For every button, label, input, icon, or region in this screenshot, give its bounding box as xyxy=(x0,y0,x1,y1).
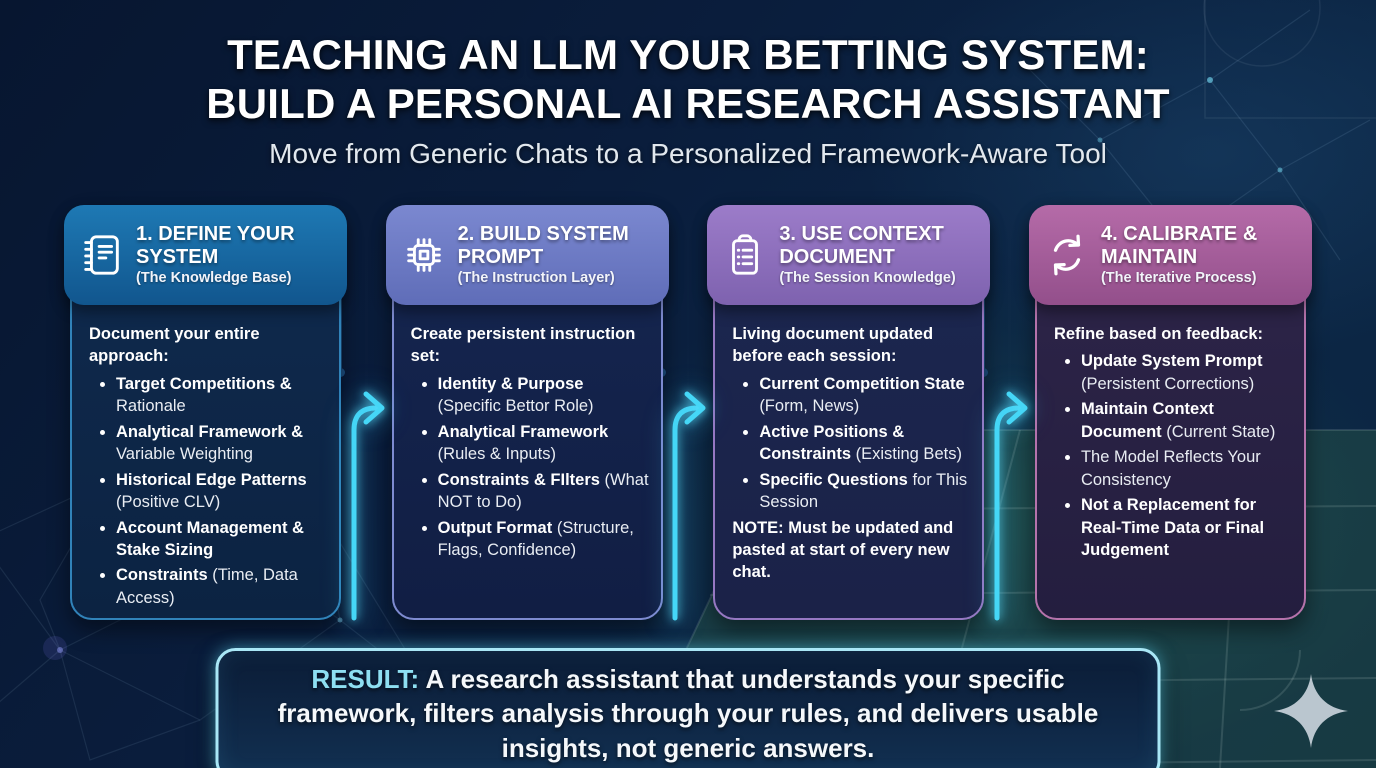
bullet-item: The Model Reflects Your Consistency xyxy=(1081,446,1292,491)
bullet-item: Identity & Purpose (Specific Bettor Role… xyxy=(438,373,649,418)
card-step-3-body: Living document updated before each sess… xyxy=(715,305,982,598)
page-title-line1: TEACHING AN LLM YOUR BETTING SYSTEM: xyxy=(227,31,1149,78)
card-step-1-body: Document your entire approach: Target Co… xyxy=(72,305,339,626)
card-step-1-title: 1. DEFINE YOUR SYSTEM xyxy=(136,222,295,268)
card-intro: Living document updated before each sess… xyxy=(732,325,934,366)
bullet-item: Current Competition State (Form, News) xyxy=(759,373,970,418)
bullet-item: Target Competitions & Rationale xyxy=(116,373,327,418)
clipboard-icon xyxy=(732,234,759,275)
page-subtitle: Move from Generic Chats to a Personalize… xyxy=(269,138,1107,170)
bullet-item: Active Positions & Constraints (Existing… xyxy=(759,421,970,466)
flow-arrow-2 xyxy=(655,388,715,625)
page-title-line2: BUILD A PERSONAL AI RESEARCH ASSISTANT xyxy=(206,80,1170,128)
result-box: RESULT: A research assistant that unders… xyxy=(215,648,1161,768)
card-step-4-subtitle: (The Iterative Process) xyxy=(1100,270,1257,287)
card-step-3: 3. USE CONTEXT DOCUMENT (The Session Kno… xyxy=(707,205,991,620)
bullet-item: Constraints (Time, Data Access) xyxy=(116,564,327,609)
flow-arrow-3 xyxy=(977,388,1037,625)
bullet-item: Historical Edge Patterns (Positive CLV) xyxy=(116,469,327,514)
bullet-item: Analytical Framework & Variable Weightin… xyxy=(116,421,327,466)
card-bullets: Update System Prompt (Persistent Correct… xyxy=(1054,350,1292,561)
bullet-item: Update System Prompt (Persistent Correct… xyxy=(1081,350,1292,395)
card-step-4-title: 4. CALIBRATE & MAINTAIN xyxy=(1100,222,1258,268)
bullet-item: Specific Questions for This Session xyxy=(759,469,970,514)
steps-row: 1. DEFINE YOUR SYSTEM (The Knowledge Bas… xyxy=(64,205,1312,620)
page-header: TEACHING AN LLM YOUR BETTING SYSTEM: BUI… xyxy=(0,30,1376,170)
card-intro: Create persistent instruction set: xyxy=(410,325,636,366)
bullet-item: Output Format (Structure, Flags, Confide… xyxy=(438,517,649,562)
card-step-2: 2. BUILD SYSTEM PROMPT (The Instruction … xyxy=(385,205,669,620)
card-intro: Document your entire approach: xyxy=(89,325,260,366)
chip-icon xyxy=(406,238,441,272)
flow-arrow-1 xyxy=(334,388,394,625)
bullet-item: Not a Replacement for Real-Time Data or … xyxy=(1081,494,1292,561)
page-title: TEACHING AN LLM YOUR BETTING SYSTEM: BUI… xyxy=(0,30,1376,128)
card-bullets: Current Competition State (Form, News)Ac… xyxy=(732,373,970,514)
bullet-item: Constraints & FIlters (What NOT to Do) xyxy=(438,469,649,514)
result-text: A research assistant that understands yo… xyxy=(277,664,1099,763)
card-step-2-title: 2. BUILD SYSTEM PROMPT xyxy=(457,222,629,268)
card-step-3-subtitle: (The Session Knowledge) xyxy=(779,270,956,287)
card-step-1-subtitle: (The Knowledge Base) xyxy=(136,270,292,287)
card-step-4-header: 4. CALIBRATE & MAINTAIN (The Iterative P… xyxy=(1028,205,1312,305)
card-step-3-title: 3. USE CONTEXT DOCUMENT xyxy=(779,222,944,268)
card-step-2-body: Create persistent instruction set: Ident… xyxy=(394,305,661,578)
card-step-4: 4. CALIBRATE & MAINTAIN (The Iterative P… xyxy=(1028,205,1312,620)
bullet-item: Analytical Framework (Rules & Inputs) xyxy=(438,421,649,466)
card-bullets: Target Competitions & RationaleAnalytica… xyxy=(89,373,327,609)
card-step-1-header: 1. DEFINE YOUR SYSTEM (The Knowledge Bas… xyxy=(64,205,347,305)
card-step-1: 1. DEFINE YOUR SYSTEM (The Knowledge Bas… xyxy=(64,205,347,620)
bullet-item: Account Management & Stake Sizing xyxy=(116,517,327,562)
result-label: RESULT: xyxy=(311,664,420,694)
card-note: NOTE: Must be updated and pasted at star… xyxy=(732,518,954,582)
card-bullets: Identity & Purpose (Specific Bettor Role… xyxy=(411,373,649,562)
card-intro: Refine based on feedback: xyxy=(1053,325,1264,343)
sparkle-icon xyxy=(1274,674,1348,748)
notebook-icon xyxy=(84,235,119,275)
card-step-3-header: 3. USE CONTEXT DOCUMENT (The Session Kno… xyxy=(707,205,991,305)
card-step-2-header: 2. BUILD SYSTEM PROMPT (The Instruction … xyxy=(385,205,669,305)
bullet-item: Maintain Context Document (Current State… xyxy=(1081,398,1292,443)
card-step-2-subtitle: (The Instruction Layer) xyxy=(457,270,615,287)
card-step-4-body: Refine based on feedback: Update System … xyxy=(1037,305,1304,578)
refresh-icon xyxy=(1053,234,1081,276)
